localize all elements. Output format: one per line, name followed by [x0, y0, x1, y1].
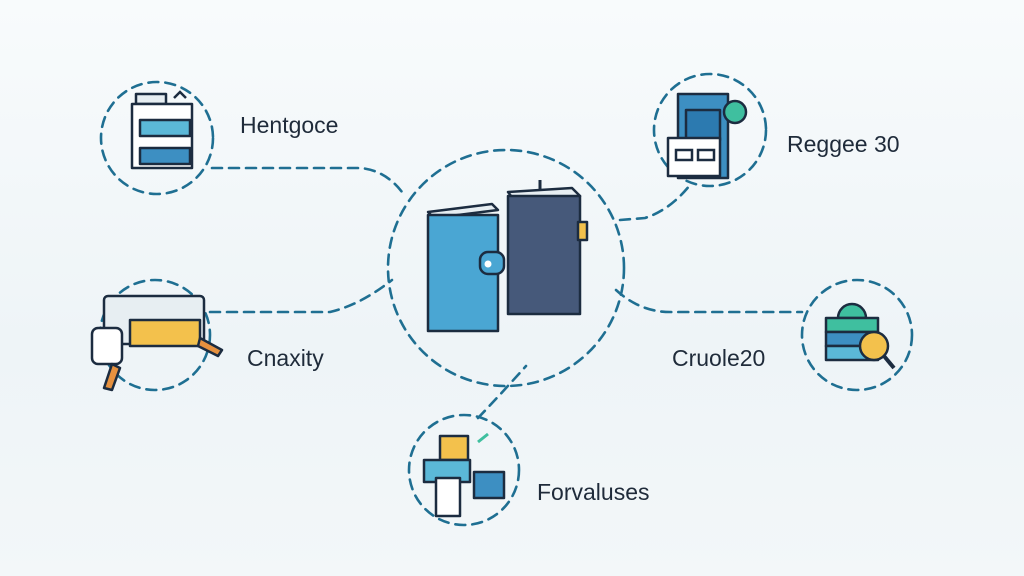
top-right-node-circle: [652, 72, 768, 188]
connector-top-left: [210, 166, 404, 194]
right-node-label: Cruole20: [672, 345, 765, 371]
top-right-node-label: Reggee 30: [787, 131, 900, 157]
hand-card-icon: [90, 294, 224, 392]
top-left-node-label: Hentgoce: [240, 112, 338, 138]
top-left-node-circle: [99, 80, 215, 196]
server-rack-icon: [130, 90, 194, 170]
bottom-node-label: Forvaluses: [537, 479, 649, 505]
center-node-circle: [386, 148, 626, 388]
database-search-icon: [824, 302, 896, 370]
connector-top-right: [618, 183, 692, 222]
right-node-circle: [800, 278, 914, 392]
bottom-node-circle: [407, 413, 521, 527]
documents-icon: [422, 432, 506, 518]
left-node-label: Cnaxity: [247, 345, 324, 371]
wallet-server-icon: [426, 180, 589, 333]
connector-right: [614, 288, 804, 314]
network-panel-icon: [666, 92, 748, 180]
connector-left: [208, 278, 394, 314]
connector-bottom: [476, 364, 528, 420]
